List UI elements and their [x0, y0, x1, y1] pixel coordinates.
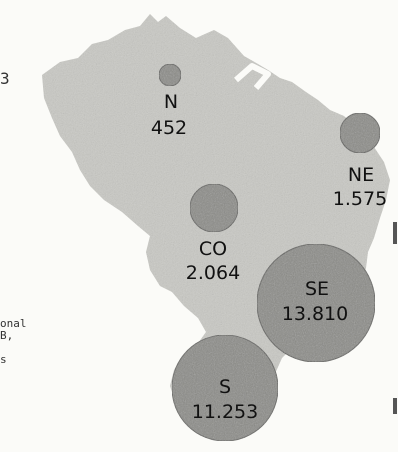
cropped-text-line: s	[0, 353, 7, 366]
region-value-co: 2.064	[186, 262, 240, 284]
cropped-text-line: onal	[0, 317, 27, 330]
region-value-s: 11.253	[192, 401, 258, 423]
bubble-co	[189, 183, 239, 233]
region-code-ne: NE	[348, 164, 374, 186]
bubble-se	[256, 243, 376, 363]
edge-mark	[393, 398, 397, 414]
region-code-s: S	[219, 376, 231, 398]
region-value-se: 13.810	[282, 303, 348, 325]
coastal-notch	[234, 63, 271, 90]
region-value-n: 452	[151, 117, 187, 139]
region-value-ne: 1.575	[333, 188, 387, 210]
region-code-se: SE	[305, 278, 329, 300]
bubble-n	[158, 63, 182, 87]
cropped-digit: 3	[0, 69, 10, 88]
region-code-n: N	[164, 91, 178, 113]
bubble-ne	[339, 112, 381, 154]
cropped-text-line: B,	[0, 329, 14, 342]
edge-mark	[393, 222, 397, 244]
region-code-co: CO	[199, 238, 227, 260]
bubble-s	[171, 334, 279, 442]
